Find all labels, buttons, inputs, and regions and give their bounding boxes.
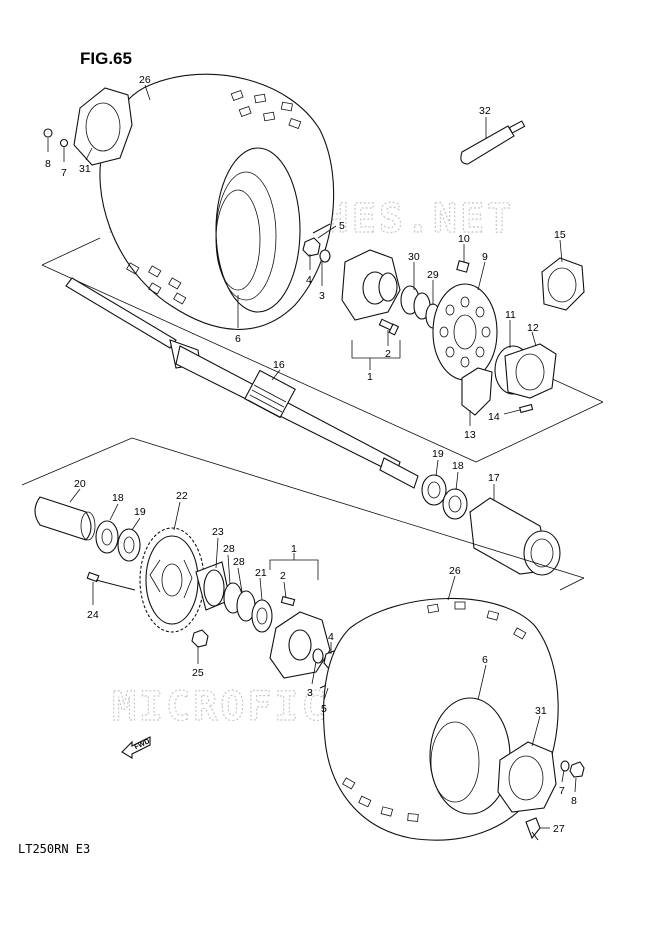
- callout: 22: [176, 490, 188, 502]
- bearings-21-28: [223, 582, 273, 633]
- forward-arrow-icon: FWD: [121, 736, 151, 759]
- callout: 31: [535, 705, 547, 717]
- callout: 6: [235, 333, 241, 345]
- callout: 19: [134, 506, 146, 518]
- bottom-assembly-outline: [21, 437, 585, 591]
- callout: 2: [280, 570, 286, 582]
- callout: 18: [452, 460, 464, 472]
- bearings-bottom: [95, 520, 141, 562]
- callout: 3: [307, 687, 313, 699]
- callout: 28: [233, 556, 245, 568]
- callout: 15: [554, 229, 566, 241]
- callout: 19: [432, 448, 444, 460]
- callout: 26: [139, 74, 151, 86]
- disc-guard: [461, 367, 493, 416]
- brake-disc: [432, 283, 498, 381]
- callout: 5: [339, 220, 345, 232]
- grease-tube: [460, 120, 526, 165]
- sprocket-nut: [191, 629, 209, 648]
- callout: 27: [553, 823, 565, 835]
- callout: 31: [79, 163, 91, 175]
- callout: 29: [427, 269, 439, 281]
- tire-top: [99, 73, 335, 330]
- callout: 7: [61, 167, 67, 179]
- bearing-housing: [421, 474, 561, 576]
- bolt-10: [456, 260, 470, 273]
- callout: 9: [482, 251, 488, 263]
- callout: 21: [255, 567, 267, 579]
- model-code: LT250RN E3: [18, 842, 90, 856]
- callout: 16: [273, 359, 285, 371]
- hub-top: [341, 249, 401, 321]
- callout: 17: [488, 472, 500, 484]
- callout: 6: [482, 654, 488, 666]
- callout: 24: [87, 609, 99, 621]
- lug-nut-bottom: [560, 760, 585, 778]
- callout: 26: [449, 565, 461, 577]
- bolt-14: [519, 403, 534, 414]
- bolt-bottom: [280, 595, 296, 607]
- callout: 14: [488, 411, 500, 423]
- bolt-top: [378, 318, 400, 336]
- tire-valve: [525, 817, 541, 841]
- callout: 10: [458, 233, 470, 245]
- callout: 30: [408, 251, 420, 263]
- callout: 2: [385, 348, 391, 360]
- lug-nut-top: [43, 128, 69, 148]
- figure-title: FIG.65: [80, 49, 132, 68]
- callout-numbers: 26 8 7 31 6 5 4 3 30 29 10 9 32 15 2 1 1…: [45, 74, 577, 835]
- sprocket: [139, 527, 205, 633]
- seals-top: [400, 285, 441, 329]
- callout: 1: [291, 543, 297, 555]
- callout: 4: [328, 631, 334, 643]
- rear-axle-shaft: [65, 277, 419, 489]
- callout: 28: [223, 543, 235, 555]
- callout: 4: [306, 274, 312, 286]
- callout: 8: [45, 158, 51, 170]
- callout: 8: [571, 795, 577, 807]
- callout: 25: [192, 667, 204, 679]
- callout: 20: [74, 478, 86, 490]
- rim-plate-top: [73, 87, 133, 166]
- callout: 7: [559, 785, 565, 797]
- spacer-tube: [34, 496, 96, 541]
- rim-plate-bottom: [497, 741, 557, 813]
- callout: 13: [464, 429, 476, 441]
- callout: 5: [321, 703, 327, 715]
- callout: 32: [479, 105, 491, 117]
- sprocket-bolt: [86, 571, 136, 591]
- callout: 3: [319, 290, 325, 302]
- axle-nut-top: [302, 223, 331, 263]
- callout: 18: [112, 492, 124, 504]
- cover-assembly: [494, 343, 557, 399]
- callout: 23: [212, 526, 224, 538]
- callout: 1: [367, 371, 373, 383]
- gasket-15: [541, 257, 585, 311]
- leader-lines: [47, 84, 577, 829]
- sprocket-hub: [195, 561, 231, 611]
- callout: 11: [505, 309, 516, 321]
- hub-bottom: [269, 611, 331, 679]
- callout: 12: [527, 322, 539, 334]
